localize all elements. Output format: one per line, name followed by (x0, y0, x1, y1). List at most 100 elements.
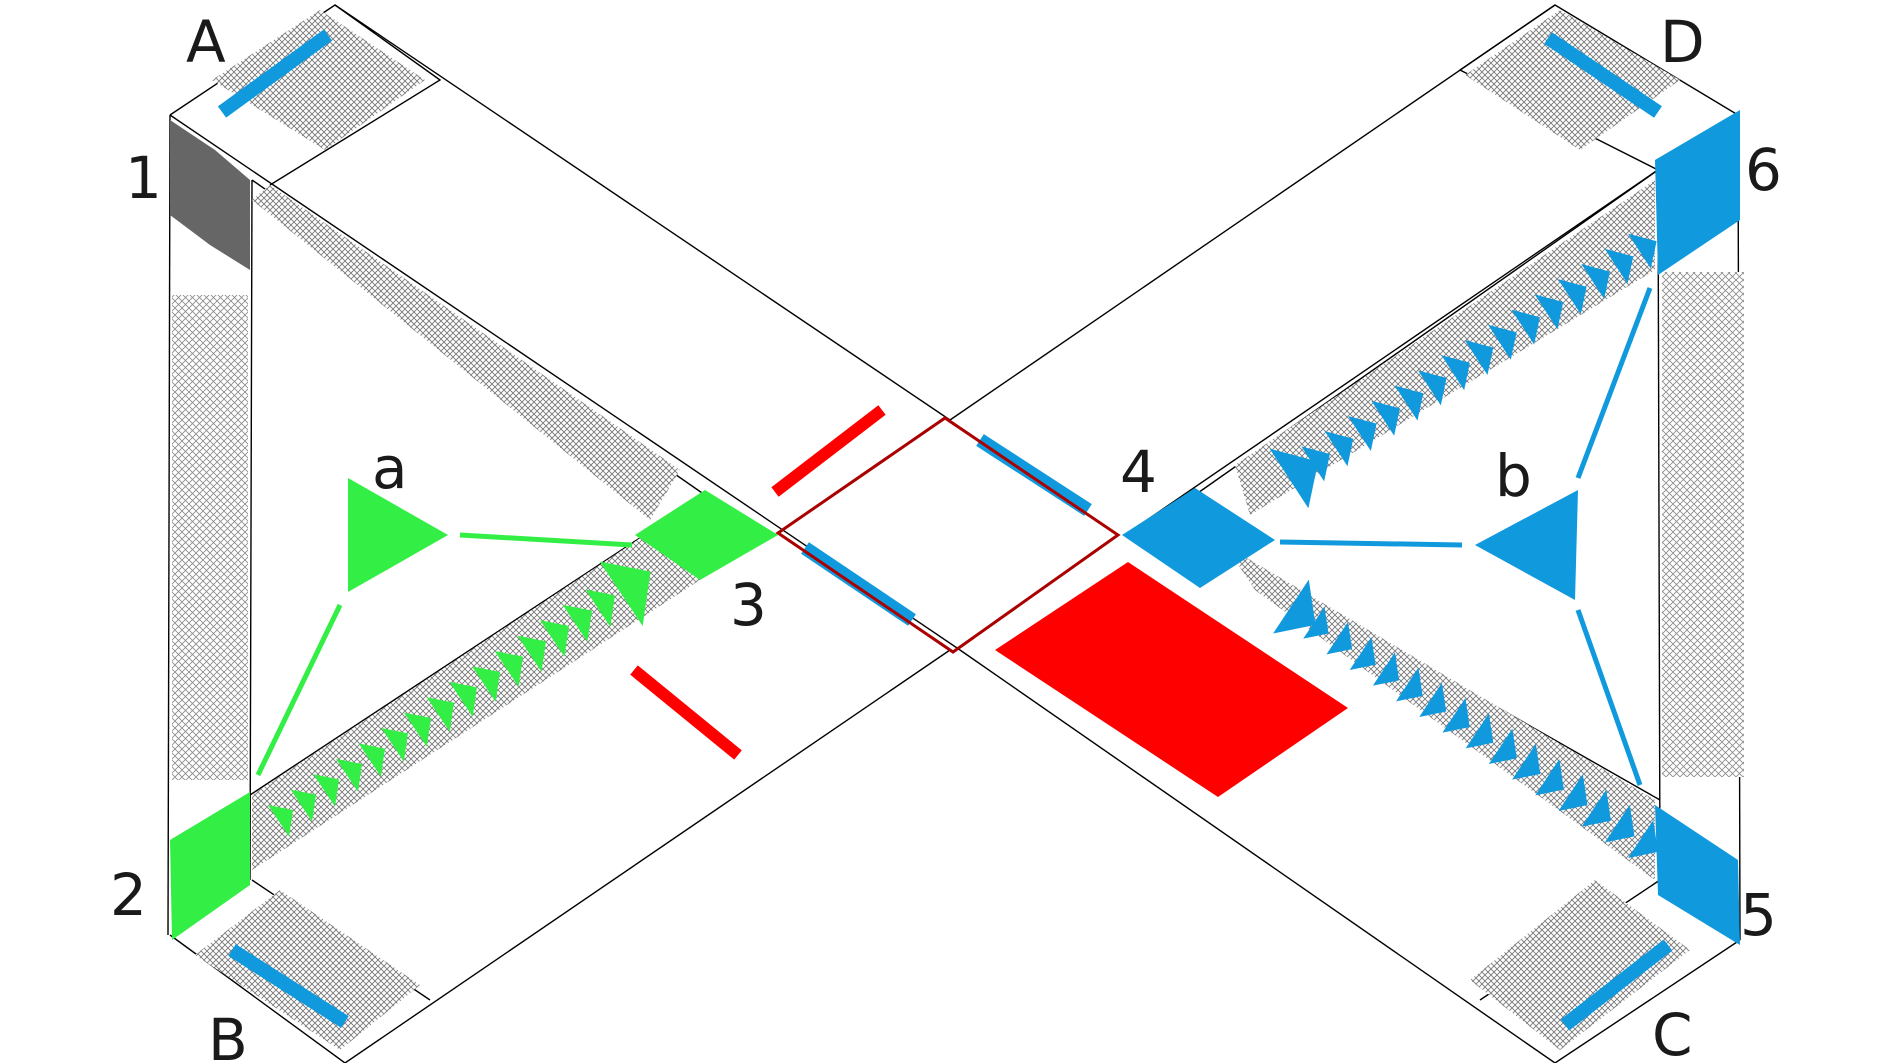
source-b-wire-up (1575, 287, 1653, 479)
pulse-mark (1441, 355, 1470, 391)
mirror-center-upper (976, 434, 1092, 516)
pulse-mark (268, 805, 293, 837)
pulse-mark (1604, 804, 1635, 843)
mirror-center-lower (801, 542, 916, 626)
label-port-5: 5 (1740, 881, 1777, 949)
pulse-mark (1604, 248, 1634, 284)
source-a-wire-left (255, 603, 343, 777)
label-corner-a: A (186, 8, 226, 76)
pulse-mark (1347, 415, 1377, 451)
label-corner-b: B (208, 1006, 248, 1063)
port-5-block (1655, 805, 1740, 945)
labels: A D B C 1 2 3 4 5 6 a b (110, 8, 1782, 1063)
pulse-mark (1511, 309, 1540, 345)
port-2-block (170, 792, 250, 940)
port-1-block (170, 120, 250, 270)
pulse-mark (449, 681, 477, 717)
blue-pulse-train-lower (1273, 579, 1659, 859)
green-pulse-train (268, 561, 651, 837)
label-port-4: 4 (1120, 438, 1157, 506)
pulse-mark (1535, 759, 1564, 796)
pulse-mark (1371, 400, 1400, 436)
label-port-2: 2 (110, 861, 147, 929)
mirror-d (1544, 32, 1662, 118)
source-b-wire-down (1575, 609, 1643, 786)
pulse-mark (381, 728, 408, 762)
pulse-mark (1465, 713, 1494, 749)
red-bar-lower (630, 665, 742, 760)
hatch-arm-upper-right (1235, 180, 1655, 515)
pulse-mark (1581, 263, 1610, 299)
pulse-mark (1581, 789, 1611, 827)
mirror-a (217, 29, 333, 118)
label-source-a: a (372, 434, 408, 502)
pulse-mark (1394, 385, 1424, 421)
pulse-mark (1442, 698, 1470, 733)
label-source-b: b (1495, 442, 1532, 510)
hatched-regions (172, 10, 1744, 1050)
label-corner-c: C (1652, 1001, 1693, 1063)
hatch-corner-d (1465, 10, 1680, 150)
pulse-mark (585, 589, 615, 627)
port-4-block (1122, 488, 1275, 588)
pulse-mark (313, 774, 339, 807)
pulse-mark (1417, 370, 1447, 406)
pulse-mark (1303, 606, 1329, 639)
pulse-mark (494, 651, 523, 687)
label-port-1: 1 (125, 144, 162, 212)
pulse-mark (599, 561, 651, 626)
pulse-mark (1558, 774, 1588, 812)
hatch-right-vertical (1662, 272, 1744, 777)
pulse-mark (562, 604, 592, 642)
pulse-mark (404, 712, 431, 747)
source-a-group (255, 478, 633, 777)
pulse-mark (517, 635, 546, 672)
mirror-b (228, 944, 349, 1028)
pulse-mark (1487, 324, 1517, 360)
pulse-mark (1488, 728, 1517, 765)
hatch-corner-b (195, 890, 420, 1050)
pulse-mark (358, 743, 385, 777)
source-b-wire-left (1279, 539, 1463, 548)
pulse-mark (472, 666, 500, 702)
pulse-mark (1273, 579, 1316, 634)
source-b-triangle (1475, 490, 1578, 600)
pulse-mark (1534, 294, 1564, 330)
port-blocks (170, 110, 1740, 945)
port-3-block (635, 490, 778, 580)
pulse-mark (540, 620, 569, 657)
label-port-6: 6 (1745, 136, 1782, 204)
pulse-mark (1419, 682, 1447, 718)
hatch-corner-a (212, 10, 425, 150)
red-bar-upper (771, 405, 886, 497)
source-a-wire-right (459, 532, 633, 548)
label-port-3: 3 (730, 571, 767, 639)
pulse-mark (1396, 667, 1423, 702)
hatch-corner-c (1470, 880, 1690, 1050)
pulse-mark (1512, 743, 1541, 780)
pulse-mark (1349, 637, 1376, 671)
hatch-left-vertical (172, 295, 248, 780)
pulse-mark (1326, 621, 1353, 655)
hatch-arm-upper-left (252, 185, 680, 520)
pulse-mark (426, 697, 454, 732)
pulse-mark (290, 789, 316, 822)
port-6-block (1655, 110, 1740, 275)
pulse-mark (1269, 448, 1319, 509)
center-cell (630, 405, 1348, 797)
pulse-mark (336, 758, 362, 792)
pulse-mark (1557, 279, 1587, 315)
blue-pulse-train-upper (1269, 233, 1657, 509)
pulse-mark (1628, 819, 1659, 859)
label-corner-d: D (1660, 8, 1705, 76)
pulse-mark (1324, 431, 1354, 467)
center-cell-outline (775, 416, 1121, 654)
red-plate (995, 562, 1348, 797)
pulse-mark (1372, 652, 1400, 686)
mirrors (217, 29, 1673, 1031)
pulse-mark (1627, 233, 1657, 269)
source-a-triangle (348, 478, 448, 592)
mirror-c (1560, 939, 1673, 1031)
